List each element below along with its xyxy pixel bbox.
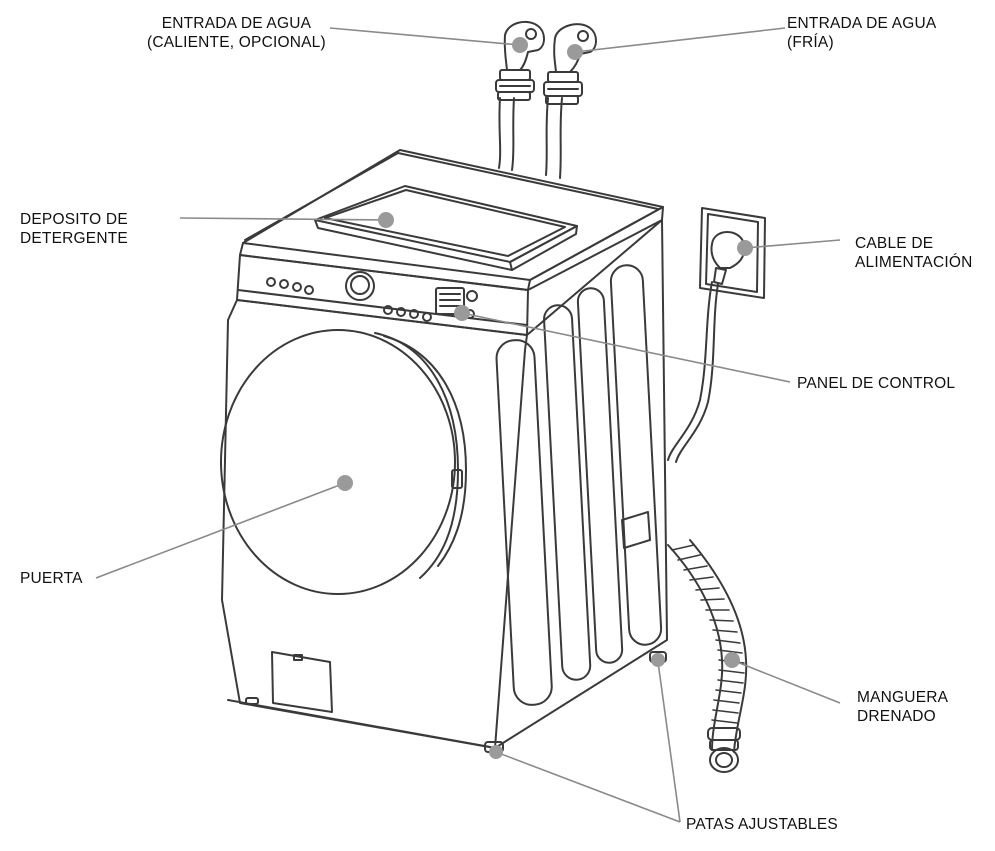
adjustable-feet: [245, 651, 667, 753]
markers: [337, 37, 753, 759]
power-outlet: [699, 207, 766, 299]
power-cable: [667, 281, 713, 461]
label-power-cable: CABLE DE ALIMENTACIÓN: [855, 235, 973, 271]
label-cold-water-inlet: ENTRADA DE AGUA (FRÍA): [787, 15, 937, 51]
machine-side: [494, 219, 668, 749]
label-adjustable-feet: PATAS AJUSTABLES: [686, 816, 838, 833]
label-drain-hose: MANGUERA DRENADO: [857, 689, 949, 725]
control-panel: [236, 254, 529, 336]
label-door: PUERTA: [20, 570, 83, 587]
drain-hose: [667, 539, 748, 773]
cold-water-tap: [543, 23, 597, 105]
hot-water-tap: [495, 20, 545, 101]
machine-front: [221, 299, 528, 749]
label-control-panel: PANEL DE CONTROL: [797, 375, 956, 392]
leader-lines: [95, 27, 841, 823]
machine-door: [220, 329, 467, 595]
detergent-lid: [314, 185, 578, 271]
label-hot-water-inlet: ENTRADA DE AGUA (CALIENTE, OPCIONAL): [147, 15, 326, 51]
inlet-hoses: [498, 97, 563, 179]
label-detergent-dispenser: DEPOSITO DE DETERGENTE: [20, 211, 128, 247]
filter-cover: [271, 651, 333, 713]
